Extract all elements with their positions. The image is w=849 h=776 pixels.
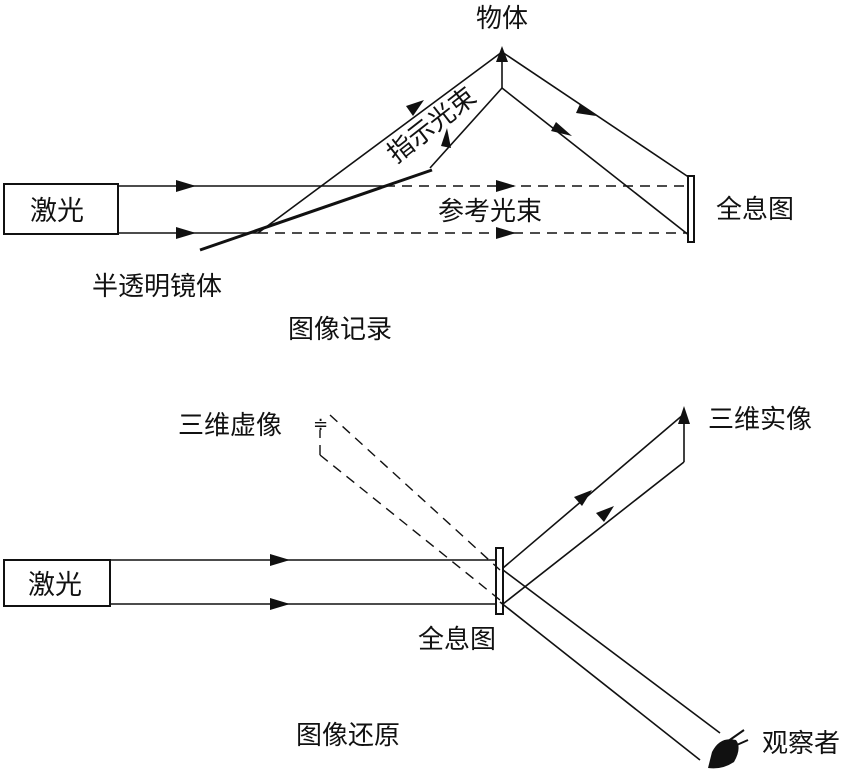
recon-beam-arrow-1	[270, 554, 290, 566]
signal-beam-arrow	[406, 100, 424, 116]
recording-panel: 激光 物体 全息图 指示光束 参考光束 半透明镜体 图像	[3, 4, 794, 345]
virtual-ray-2	[319, 454, 501, 601]
object-beam-arrow-2	[551, 122, 572, 136]
signal-beam-1	[257, 51, 503, 234]
hologram-label: 全息图	[716, 195, 794, 225]
observer-ray-2	[499, 601, 701, 761]
reconstruction-caption: 图像还原	[296, 721, 400, 751]
real-ray-2	[502, 461, 685, 605]
signal-beam-arrow-2	[441, 128, 451, 148]
real-ray-1	[502, 413, 685, 569]
laser-label: 激光	[30, 196, 84, 227]
recording-caption: 图像记录	[288, 315, 392, 345]
lower-beam-arrow-2	[496, 227, 516, 239]
object-beam-arrow-1	[576, 104, 596, 116]
upper-beam-arrow-2	[496, 180, 516, 192]
upper-beam-arrow-1	[176, 180, 196, 192]
laser-box	[3, 183, 119, 235]
real-ray-arrow-1	[574, 490, 592, 506]
observer-ray-1	[502, 569, 721, 734]
object-beam-2	[501, 87, 691, 237]
real-image-arrow	[678, 406, 690, 424]
object-label: 物体	[476, 4, 528, 34]
virtual-image-icon: ≑	[313, 414, 328, 435]
virtual-ray-1	[329, 414, 501, 571]
recon-beam-arrow-2	[270, 598, 290, 610]
semi-transparent-mirror	[199, 168, 433, 252]
observer-eye-icon	[708, 729, 749, 769]
laser-box-2	[3, 559, 111, 607]
real-image-label: 三维实像	[708, 405, 812, 435]
reconstruction-panel: 激光 全息图 ≑ 三维虚像 三维实像 观察者 图像还原	[3, 405, 840, 769]
virtual-image-label: 三维虚像	[178, 411, 282, 441]
hologram-label-2: 全息图	[418, 625, 496, 655]
laser-label-2: 激光	[28, 570, 82, 601]
hologram-plate	[687, 175, 695, 243]
signal-beam-2	[429, 87, 503, 169]
real-ray-arrow-2	[596, 506, 614, 522]
object-beam-1	[501, 51, 691, 179]
observer-label: 观察者	[762, 729, 840, 759]
reference-beam-label: 参考光束	[438, 197, 542, 227]
mirror-label: 半透明镜体	[92, 272, 222, 302]
object-arrow	[496, 46, 508, 62]
lower-beam-arrow-1	[176, 227, 196, 239]
hologram-plate-2	[495, 547, 504, 615]
